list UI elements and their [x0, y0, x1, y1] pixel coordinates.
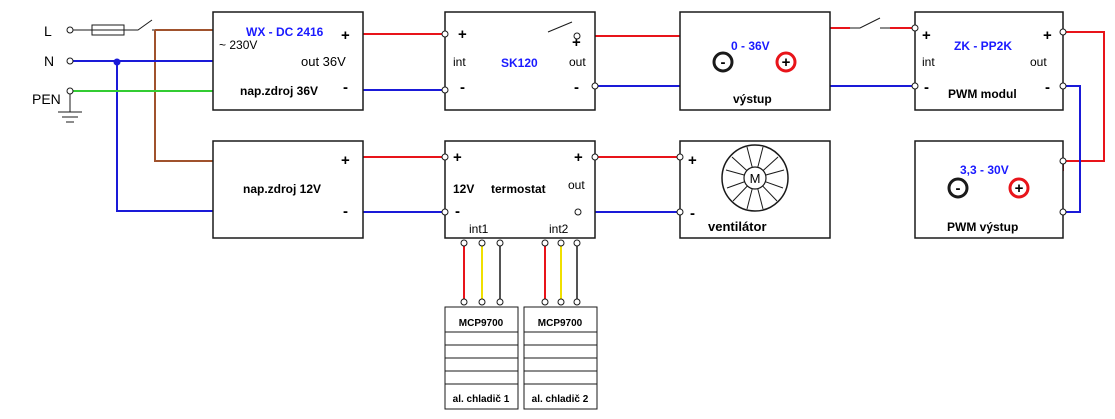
svg-text:+: +: [458, 26, 467, 43]
wire-pwm-minus: [1063, 85, 1081, 213]
sensor-1: MCP9700 al. chladič 1: [444, 298, 519, 410]
wire-phase: [154, 29, 213, 162]
pwm-in: int: [922, 55, 935, 69]
pwm-module: ZK - PP2K int out PWM modul + - + -: [911, 11, 1067, 111]
pwmout-range: 3,3 - 30V: [960, 163, 1009, 177]
vystup-range: 0 - 36V: [731, 39, 770, 53]
psu36-title: WX - DC 2416: [246, 25, 324, 39]
pwm-title: ZK - PP2K: [954, 39, 1012, 53]
psu-12v: nap.zdroj 12V + -: [212, 140, 364, 239]
svg-text:-: -: [1045, 79, 1050, 96]
psu12-plus: +: [341, 152, 350, 169]
svg-text:+: +: [574, 149, 583, 166]
svg-text:-: -: [956, 180, 961, 197]
psu36-input: ~ 230V: [219, 38, 257, 52]
svg-text:+: +: [572, 34, 581, 51]
label-pen: PEN: [32, 91, 61, 107]
psu36-minus: -: [343, 79, 348, 96]
pwm-switch: [850, 17, 890, 29]
wire-pwm-plus: [1063, 31, 1105, 162]
vystup-name: výstup: [733, 92, 772, 106]
svg-text:-: -: [455, 203, 460, 220]
psu36-plus: +: [341, 27, 350, 44]
vystup-neg-terminal: [712, 51, 734, 73]
sensor-2: MCP9700 al. chladič 2: [523, 298, 598, 410]
termostat-name: termostat: [491, 182, 546, 196]
pwmout-neg-terminal: [947, 177, 969, 199]
sk120-in: int: [453, 55, 466, 69]
svg-text:+: +: [688, 152, 697, 169]
termostat-int1: int1: [469, 222, 489, 236]
sk120-switch: [547, 21, 573, 33]
svg-text:-: -: [574, 79, 579, 96]
fan-icon: M: [721, 144, 789, 212]
svg-text:+: +: [1043, 27, 1052, 44]
pwm-name: PWM modul: [948, 87, 1017, 101]
sensor2-chip: MCP9700: [538, 318, 583, 329]
termostat-voltage: 12V: [453, 182, 474, 196]
termostat-out: out: [568, 178, 585, 192]
sk120-module: SK120 int out + - + -: [441, 11, 599, 111]
svg-text:-: -: [460, 79, 465, 96]
psu12-name: nap.zdroj 12V: [243, 182, 321, 196]
svg-text:-: -: [721, 54, 726, 71]
svg-text:+: +: [922, 27, 931, 44]
sk120-out: out: [569, 55, 586, 69]
pwm-output-module: 3,3 - 30V PWM výstup - +: [914, 140, 1067, 239]
sk120-name: SK120: [501, 56, 538, 70]
pwmout-pos-terminal: [1008, 177, 1030, 199]
pwm-out: out: [1030, 55, 1047, 69]
ventilator-module: ventilátor + - M: [676, 140, 831, 239]
label-n: N: [44, 53, 54, 69]
psu12-minus: -: [343, 203, 348, 220]
psu-36v: WX - DC 2416 ~ 230V out 36V nap.zdroj 36…: [212, 11, 364, 111]
psu36-output: out 36V: [301, 54, 346, 69]
svg-text:-: -: [924, 79, 929, 96]
sensor2-label: al. chladič 2: [532, 394, 589, 405]
vystup-pos-terminal: [775, 51, 797, 73]
svg-text:+: +: [782, 54, 791, 71]
termostat-module: 12V termostat out int1 int2 + - + -: [441, 140, 599, 247]
sensor1-chip: MCP9700: [459, 318, 504, 329]
svg-text:+: +: [1015, 180, 1024, 197]
label-l: L: [44, 23, 52, 39]
psu36-name: nap.zdroj 36V: [240, 84, 318, 98]
input-terminals: L N PEN: [32, 23, 74, 107]
ventilator-name: ventilátor: [708, 219, 767, 234]
termostat-int2: int2: [549, 222, 569, 236]
wire-neutral-12: [116, 61, 213, 212]
svg-text:-: -: [690, 205, 695, 222]
sensor1-label: al. chladič 1: [453, 394, 510, 405]
pwmout-name: PWM výstup: [947, 220, 1018, 234]
ground-symbol: [58, 91, 82, 123]
svg-text:+: +: [453, 149, 462, 166]
vystup-module: 0 - 36V výstup - +: [679, 11, 831, 111]
motor-symbol: M: [750, 171, 761, 186]
